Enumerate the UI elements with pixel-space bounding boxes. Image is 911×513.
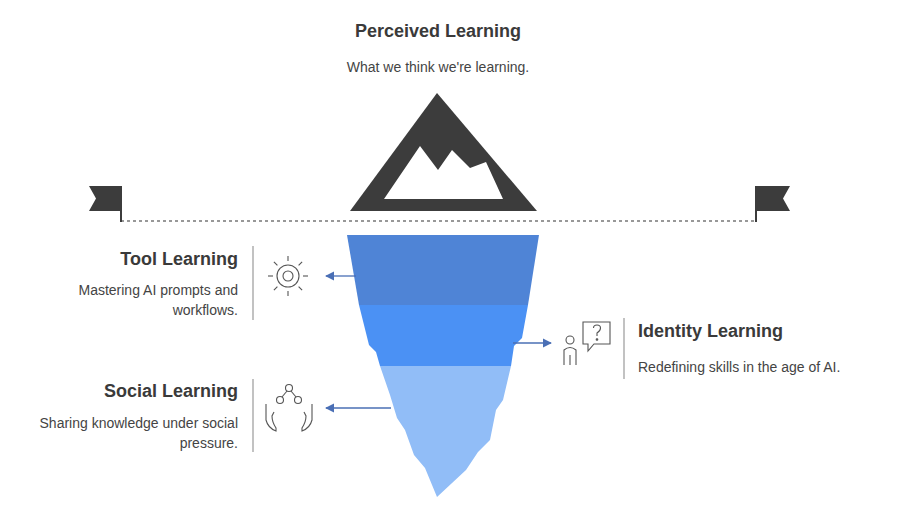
- layer-heading: Tool Learning: [18, 248, 238, 270]
- separator: [252, 246, 253, 320]
- leader-arrow: [326, 275, 356, 276]
- separator: [252, 379, 253, 452]
- layer-description: Redefining skills in the age of AI.: [638, 357, 903, 377]
- iceberg-band: [347, 235, 539, 305]
- water-line: [121, 220, 756, 221]
- leader-arrow: [513, 342, 551, 343]
- flag: [89, 186, 121, 211]
- layer-heading: Social Learning: [18, 380, 238, 402]
- iceberg-band: [359, 305, 528, 366]
- layer-heading: Identity Learning: [638, 320, 898, 342]
- flag: [756, 186, 790, 211]
- layer-description: Sharing knowledge under social pressure.: [20, 413, 238, 453]
- iceberg-band: [380, 366, 511, 497]
- identity-icon: [564, 322, 610, 365]
- leader-arrow: [326, 407, 391, 408]
- layer-description: Mastering AI prompts and workflows.: [23, 280, 238, 320]
- separator: [623, 318, 624, 379]
- title-heading: Perceived Learning: [288, 20, 588, 42]
- tool-icon: [268, 256, 308, 296]
- social-icon: [266, 385, 312, 432]
- mountain-snow: [384, 146, 503, 199]
- subtitle-text: What we think we're learning.: [288, 57, 588, 77]
- mountain-tip: [350, 93, 537, 211]
